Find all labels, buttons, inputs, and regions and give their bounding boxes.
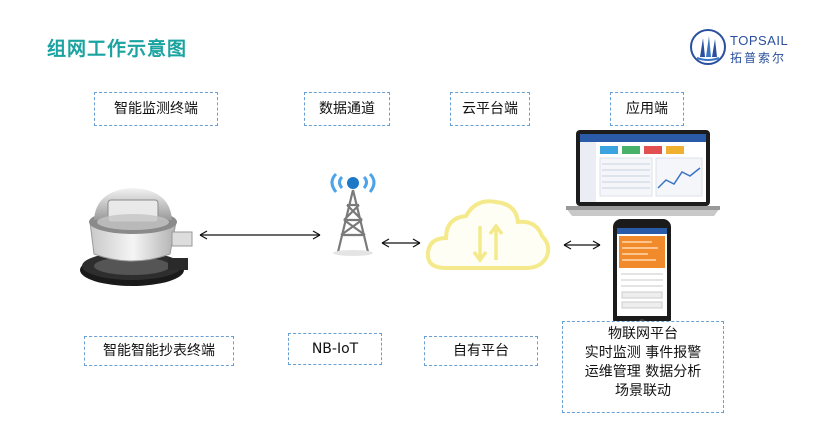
arrow-cloud-app [563, 240, 601, 250]
signal-tower-icon [330, 172, 376, 256]
label-cloud-text: 云平台端 [462, 101, 518, 117]
logo-chinese: 拓普索尔 [730, 51, 787, 65]
smartphone-image [613, 219, 671, 327]
label-platform-text: 自有平台 [453, 343, 509, 359]
label-terminal: 智能监测终端 [94, 92, 218, 126]
feature-line: 实时监测 事件报警 [584, 345, 702, 361]
feature-line: 物联网平台 [608, 326, 678, 342]
label-nbiot: NB-IoT [288, 333, 382, 365]
topsail-logo: TOPSAIL 拓普索尔 [690, 29, 825, 69]
label-cloud: 云平台端 [450, 92, 530, 126]
label-channel: 数据通道 [304, 92, 390, 126]
label-meter-text: 智能智能抄表终端 [103, 343, 215, 359]
logo-english: TOPSAIL [730, 33, 789, 48]
feature-line: 场景联动 [615, 383, 671, 399]
label-meter: 智能智能抄表终端 [84, 336, 234, 366]
label-platform: 自有平台 [424, 336, 538, 366]
feature-line: 运维管理 数据分析 [584, 364, 702, 380]
arrow-channel-cloud [381, 238, 421, 248]
label-channel-text: 数据通道 [319, 101, 375, 117]
label-app: 应用端 [610, 92, 684, 126]
label-nbiot-text: NB-IoT [311, 341, 359, 357]
arrow-terminal-channel [199, 230, 321, 240]
laptop-image [566, 130, 720, 216]
meter-device-image [80, 188, 193, 286]
sail-logo-icon [690, 29, 726, 65]
cloud-icon [425, 199, 551, 270]
label-features: 物联网平台 实时监测 事件报警 运维管理 数据分析 场景联动 [562, 321, 724, 413]
page-title: 组网工作示意图 [47, 38, 188, 60]
label-app-text: 应用端 [626, 101, 668, 117]
label-terminal-text: 智能监测终端 [114, 101, 198, 117]
